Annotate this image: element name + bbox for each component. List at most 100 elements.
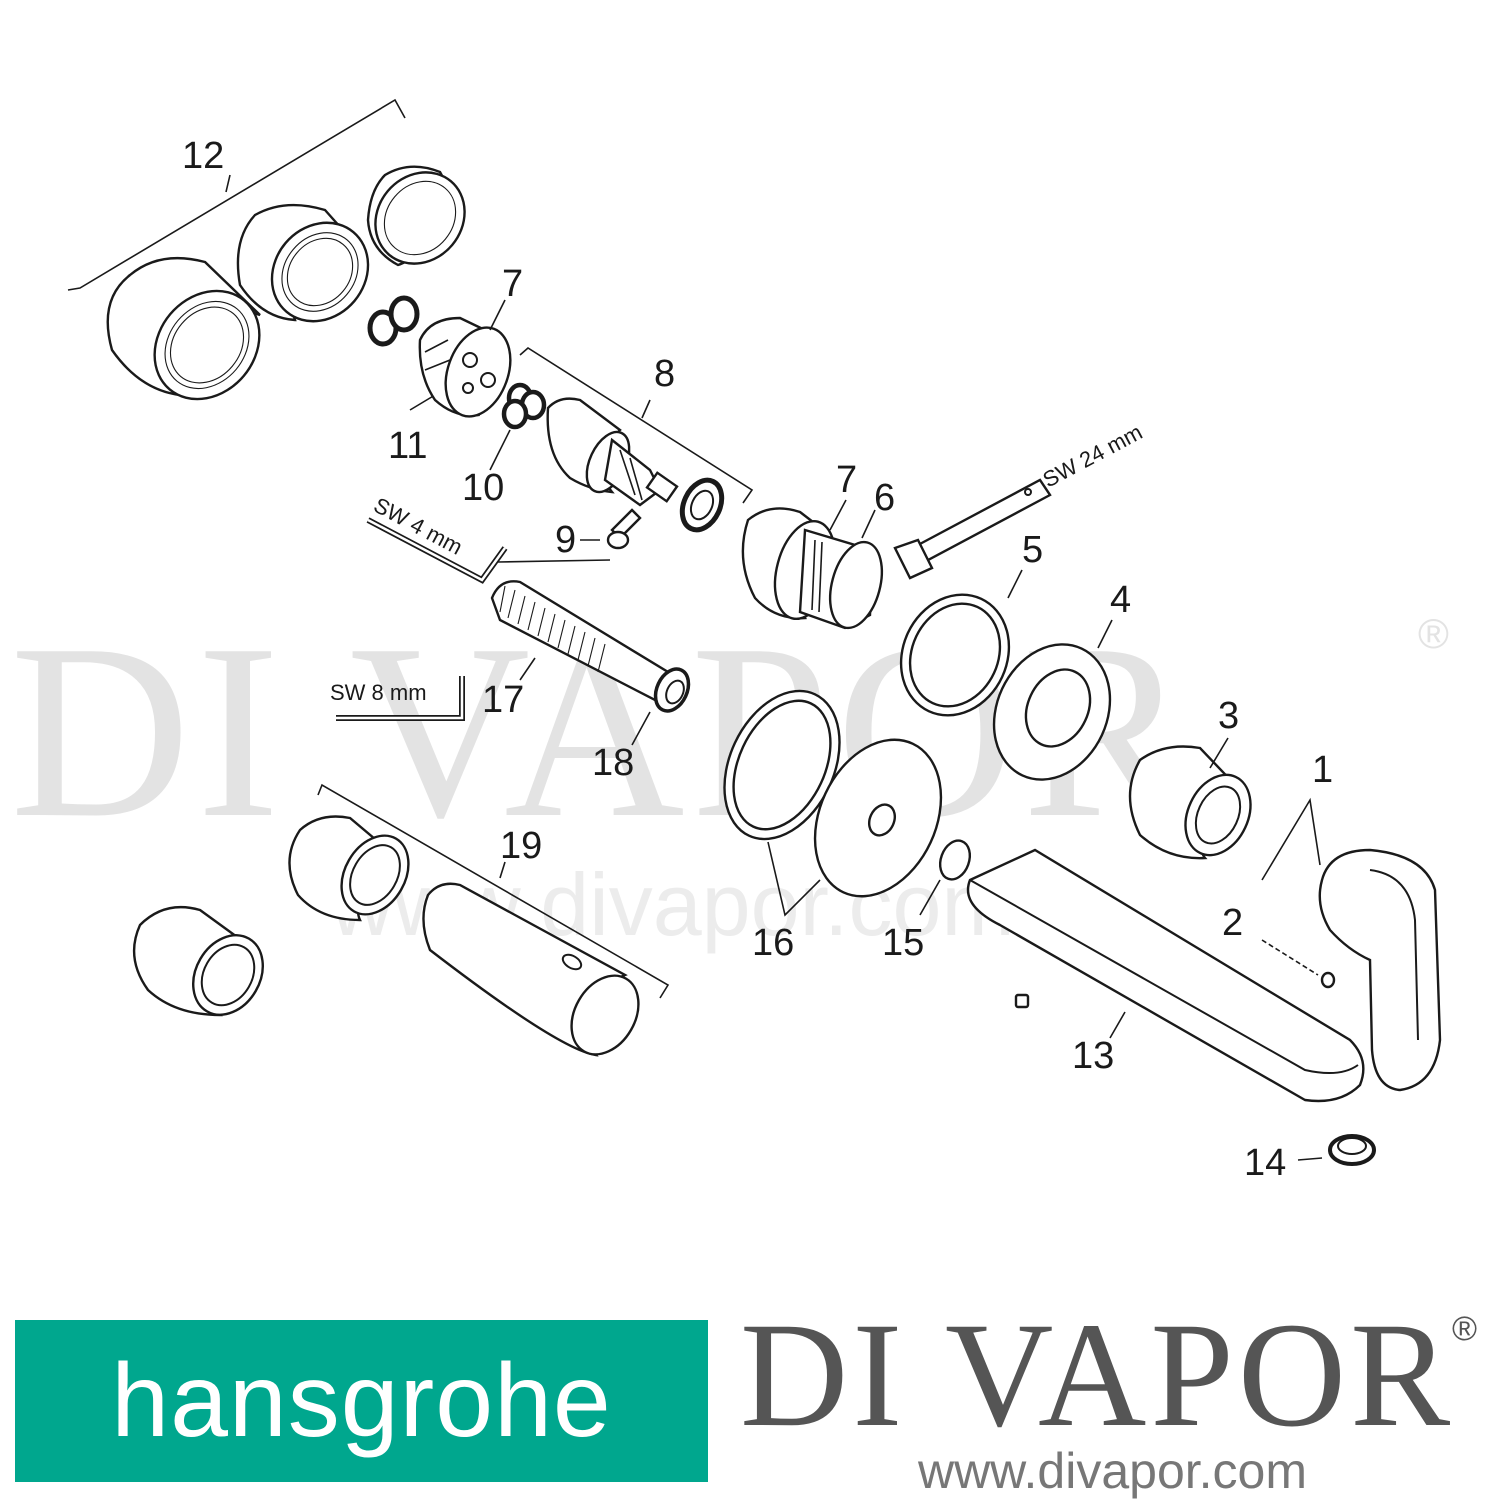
part-1-lever-body [1318,848,1442,1092]
part-7-lower-leader [829,499,847,531]
part-9-screw [580,508,642,550]
part-8-spindle-tip [645,471,679,503]
part-2-leader [1261,939,1319,976]
hansgrohe-logo-banner: hansgrohe [15,1320,708,1482]
part-18-leader [631,711,651,746]
part-12-sleeve-middle-rim [270,221,370,323]
part-15-ring [938,839,972,881]
part-7-hole-b [480,372,496,388]
callout-15: 15 [882,922,924,964]
part-11-orings [367,295,441,411]
part-11-oring-b [388,295,420,333]
part-1-lever-handle [1261,797,1442,1092]
part-5-inner [908,602,1002,708]
part-12-sleeve-large-thread [164,300,250,390]
tool-sw8-label: SW 8 mm [330,680,427,705]
part-12-leader [225,174,231,193]
part-7-head-face [444,326,512,418]
part-16-ring-plate [723,689,943,917]
part-16-leader [767,841,821,917]
part-17-extension [490,580,691,746]
part-7-cartridge-head [418,299,512,418]
part-7-hole-c [462,382,474,394]
divapor-url: www.divapor.com [917,1443,1308,1499]
callout-8: 8 [654,353,675,395]
part-7-6-adapter [741,499,884,630]
tool-sw24-head [893,538,934,580]
part-19-bracket [317,783,670,999]
part-8-bracket [519,347,754,504]
part-3-sleeve [1128,737,1252,860]
hansgrohe-logo-text: hansgrohe [111,1342,612,1459]
part-9-screw-head [606,530,630,550]
callout-5: 5 [1022,529,1043,571]
part-8-spindle [603,437,662,507]
part-15-leader [919,879,941,916]
part-13-spout [966,848,1365,1103]
part-17-leader [519,657,536,681]
diagram-canvas: DI VAPOR ® www.divapor.com [10,98,1449,1184]
callout-14: 14 [1244,1142,1286,1184]
part-13-leader [1109,1011,1126,1039]
callout-1: 1 [1312,749,1333,791]
callout-4: 4 [1110,579,1131,621]
callout-16: 16 [752,922,794,964]
part-12-sleeve-middle-thread [281,232,359,312]
callout-11: 11 [388,425,427,467]
callout-7-lower: 7 [836,459,857,501]
tool-sw24-socket: SW 24 mm [893,419,1147,580]
part-7-upper-leader [489,299,506,331]
callout-6: 6 [874,477,895,519]
callout-19: 19 [500,825,542,867]
part-6-hex-face [828,540,884,630]
callout-7-upper: 7 [502,263,523,305]
part-4-inner [1024,668,1092,748]
callout-10: 10 [462,467,504,509]
callout-3: 3 [1218,695,1239,737]
callout-17: 17 [482,679,524,721]
tool-sw24-label: SW 24 mm [1039,419,1147,492]
part-4-leader [1097,619,1113,649]
part-4-rosette [992,619,1113,781]
part-13-body [966,848,1365,1103]
part-2-grub-screw [1320,971,1336,989]
part-8-leader [641,399,651,419]
part-18-ring [653,667,691,713]
part-10-oring-c [501,398,529,430]
part-16-plate-hole [867,803,897,837]
part-8-cartridge [519,347,754,533]
callout-9: 9 [555,519,576,561]
callout-2: 2 [1222,902,1243,944]
divapor-logo-name: DI VAPOR [740,1292,1455,1458]
part-7-hole-a [462,352,478,368]
callout-labels: 12 7 8 11 10 7 6 9 5 4 17 3 18 1 19 2 16… [182,135,1333,1184]
part-3-leader [1209,737,1229,769]
part-12-sleeve-set [67,98,466,401]
part-5-leader [1007,569,1023,599]
part-14-leader [1297,1157,1323,1161]
callout-18: 18 [592,742,634,784]
part-10-orings [489,382,547,471]
part-19-tube-end [570,974,640,1056]
part-8-nut [679,477,725,533]
part-19-leader [499,861,506,879]
divapor-logo: DI VAPOR ® www.divapor.com [740,1292,1485,1499]
part-12-ring-rim [374,171,466,265]
part-12-bracket [67,98,406,291]
tool-sw8-hex-key: SW 8 mm [330,676,465,721]
watermark-registered-mark: ® [1418,610,1449,657]
part-19-body-set [132,783,670,1057]
part-14-body [1328,1134,1376,1166]
part-16-ring-inner [732,699,832,831]
part-15-oring [919,839,972,916]
part-14-aerator [1297,1134,1376,1166]
part-10-leader [489,429,511,471]
part-5-ring [899,569,1023,717]
part-17-threads [499,585,606,673]
part-13-grub-screw [1014,993,1030,1009]
part-6-leader [861,509,876,539]
divapor-registered-mark: ® [1452,1310,1478,1348]
part-3-rim [1184,773,1252,857]
part-1-leader [1261,797,1321,881]
